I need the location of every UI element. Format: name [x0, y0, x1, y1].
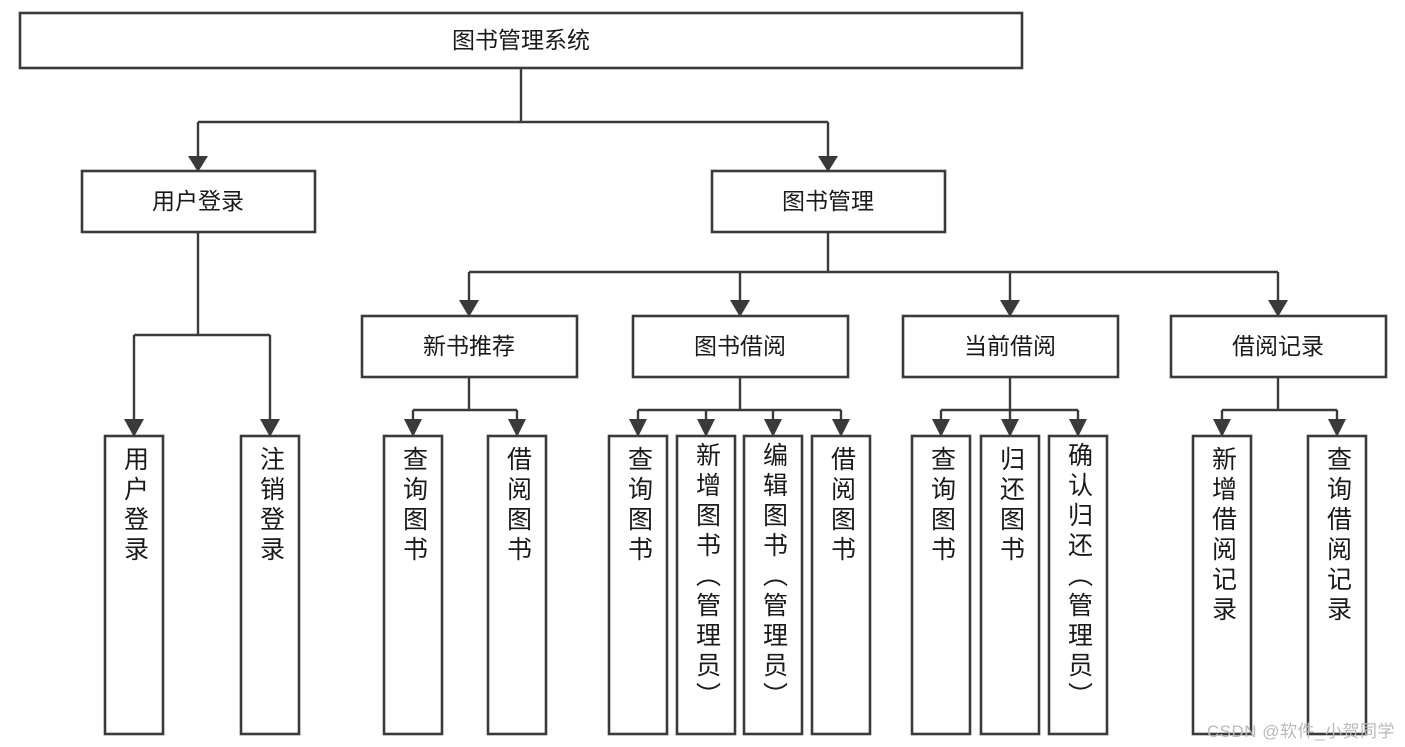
node-root[interactable]: 图书管理系统: [18, 11, 1024, 70]
arrow-head-icon: [1213, 419, 1231, 437]
arrow-head-icon: [1268, 300, 1288, 317]
arrow-heads: [124, 156, 1346, 437]
leaf-boxes: [103, 434, 1368, 736]
node-book-manage-box[interactable]: [710, 169, 947, 234]
leaf-box-bb-edit-book[interactable]: [742, 434, 804, 736]
leaf-box-user-login[interactable]: [103, 434, 165, 736]
leaf-box-nb-query-book[interactable]: [382, 434, 444, 736]
arrow-head-icon: [932, 419, 950, 437]
leaf-box-nb-borrow-book[interactable]: [486, 434, 548, 736]
arrow-head-icon: [1328, 419, 1346, 437]
leaf-box-bb-borrow-book[interactable]: [810, 434, 872, 736]
leaf-box-br-add-record[interactable]: [1191, 434, 1253, 736]
leaf-box-logout[interactable]: [239, 434, 301, 736]
leaf-box-cb-query-book[interactable]: [910, 434, 972, 736]
arrow-head-icon: [629, 419, 647, 437]
node-book-borrow-label: 图书借阅: [694, 333, 786, 359]
leaf-box-cb-confirm-return[interactable]: [1047, 434, 1109, 736]
arrow-head-icon: [1000, 300, 1020, 317]
node-user-login[interactable]: 用户登录: [80, 169, 317, 234]
leaf-box-bb-query-book[interactable]: [607, 434, 669, 736]
node-current-borrow[interactable]: 当前借阅: [901, 314, 1120, 379]
node-new-book-recommend-label: 新书推荐: [423, 333, 515, 359]
arrow-head-icon: [1069, 419, 1087, 437]
arrow-head-icon: [1001, 419, 1019, 437]
arrow-head-icon: [730, 300, 750, 317]
arrow-head-icon: [832, 419, 850, 437]
arrow-head-icon: [124, 419, 144, 437]
node-new-book-recommend[interactable]: 新书推荐: [360, 314, 579, 379]
arrow-head-icon: [697, 419, 715, 437]
arrow-head-icon: [459, 300, 479, 317]
arrow-head-icon: [764, 419, 782, 437]
node-user-login-label: 用户登录: [152, 188, 244, 214]
node-borrow-record-label: 借阅记录: [1232, 333, 1324, 359]
node-new-book-recommend-box[interactable]: [360, 314, 579, 379]
arrow-head-icon: [188, 156, 208, 172]
arrow-head-icon: [818, 156, 838, 172]
node-borrow-record[interactable]: 借阅记录: [1169, 314, 1388, 379]
node-book-manage-label: 图书管理: [782, 188, 874, 214]
node-book-borrow[interactable]: 图书借阅: [631, 314, 850, 379]
leaf-box-br-query-record[interactable]: [1306, 434, 1368, 736]
node-borrow-record-box[interactable]: [1169, 314, 1388, 379]
csdn-watermark: CSDN @软件_小贺同学: [1206, 722, 1395, 741]
arrow-head-icon: [404, 419, 422, 437]
node-user-login-box[interactable]: [80, 169, 317, 234]
node-book-manage[interactable]: 图书管理: [710, 169, 947, 234]
leaf-box-cb-return-book[interactable]: [979, 434, 1041, 736]
arrow-head-icon: [260, 419, 280, 437]
node-root-box[interactable]: [18, 11, 1024, 70]
node-current-borrow-box[interactable]: [901, 314, 1120, 379]
leaf-box-bb-add-book[interactable]: [675, 434, 737, 736]
arrow-head-icon: [508, 419, 526, 437]
node-book-borrow-box[interactable]: [631, 314, 850, 379]
node-current-borrow-label: 当前借阅: [964, 333, 1056, 359]
node-root-label: 图书管理系统: [452, 27, 590, 53]
